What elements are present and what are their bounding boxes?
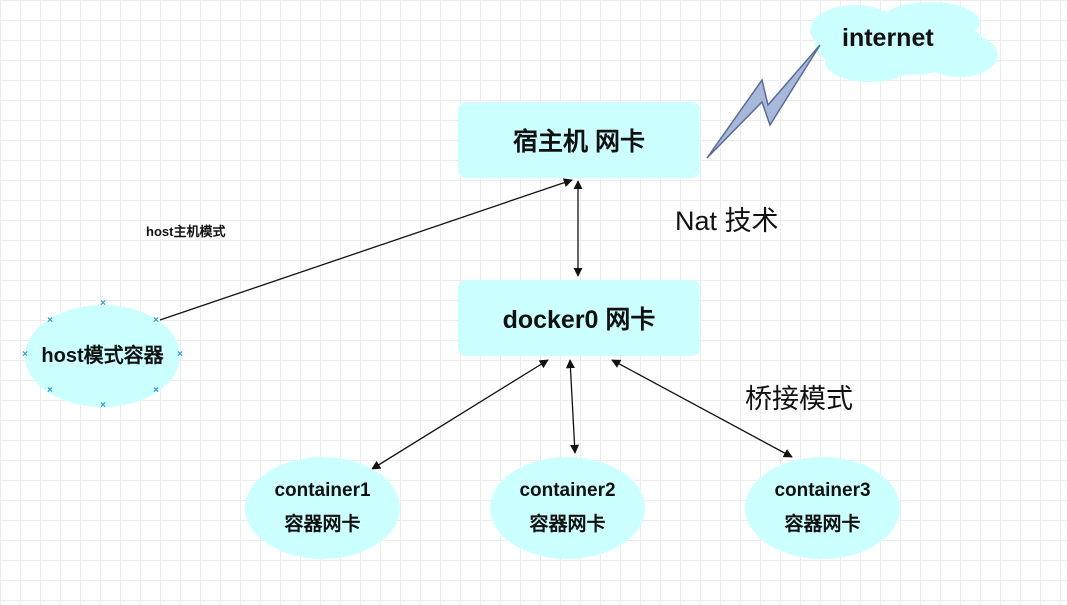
selection-handle[interactable]: × [47, 315, 53, 326]
internet-cloud [810, 2, 998, 82]
container3-name: container3 [774, 480, 871, 501]
selection-handle[interactable]: × [47, 385, 53, 396]
edge-host-container-to-host-nic[interactable] [159, 178, 573, 321]
selection-handle[interactable]: × [100, 298, 106, 309]
container2-name: container2 [519, 480, 616, 501]
selection-handle[interactable]: × [153, 385, 159, 396]
edge-docker0-container3[interactable] [611, 359, 793, 458]
host-mode-label: host主机模式 [146, 224, 226, 239]
host-container-node[interactable]: host模式容器 [25, 305, 180, 407]
container1-nic-label: 容器网卡 [284, 514, 361, 535]
selection-handle[interactable]: × [100, 400, 106, 411]
edge-docker0-container1[interactable] [371, 359, 549, 470]
selection-handle[interactable]: × [22, 349, 28, 360]
internet-label: internet [842, 24, 934, 52]
host-nic-node[interactable]: 宿主机 网卡 [458, 102, 700, 178]
selection-handle[interactable]: × [177, 349, 183, 360]
docker0-node[interactable]: docker0 网卡 [458, 280, 700, 356]
container1-name: container1 [274, 480, 371, 501]
bridge-mode-label: 桥接模式 [745, 384, 853, 414]
container2-nic-label: 容器网卡 [529, 514, 606, 535]
container2-node[interactable]: container2 容器网卡 [490, 457, 645, 559]
lightning-icon [706, 44, 821, 159]
container3-node[interactable]: container3 容器网卡 [745, 457, 900, 559]
container1-node[interactable]: container1 容器网卡 [245, 457, 400, 559]
edge-docker0-container2[interactable] [565, 359, 580, 454]
nat-label: Nat 技术 [675, 206, 779, 236]
selection-handle[interactable]: × [153, 315, 159, 326]
container3-nic-label: 容器网卡 [784, 514, 861, 535]
